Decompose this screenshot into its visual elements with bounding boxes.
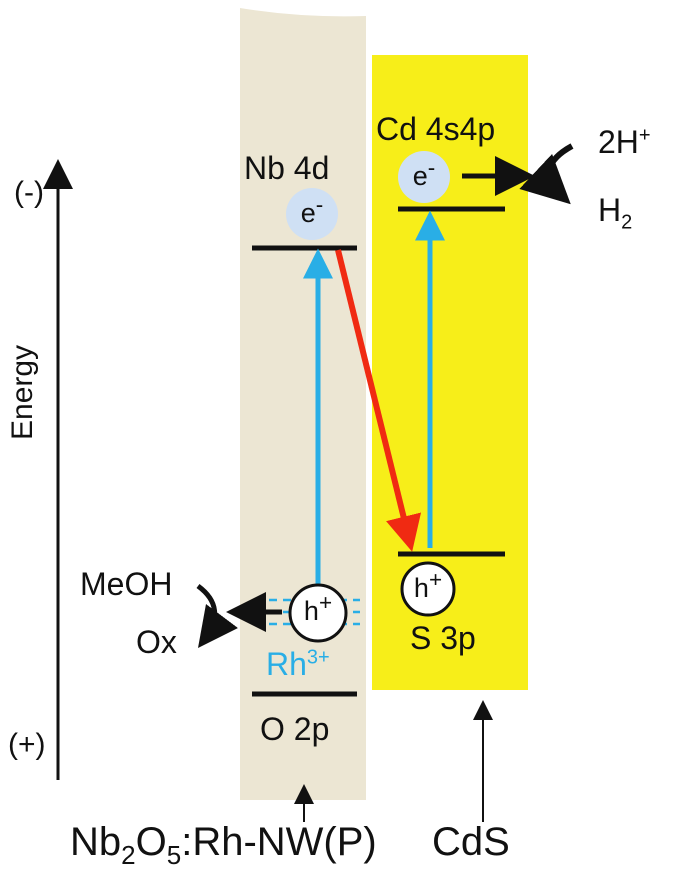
cds-electron-circle <box>398 151 450 203</box>
cds-hole-label: h+ <box>413 567 443 603</box>
nb-cb-label: Nb 4d <box>244 150 330 186</box>
cds-hole-circle <box>400 561 456 617</box>
nb-electron-label: e- <box>300 192 324 228</box>
cds-cb-label: Cd 4s4p <box>376 111 496 147</box>
cds-material-label: CdS <box>432 820 510 864</box>
axis-bottom-label: (+) <box>8 728 46 761</box>
oxidation-reactant: MeOH <box>80 566 173 602</box>
reduction-product: H2 <box>598 192 633 234</box>
nb-electron-circle <box>286 188 338 240</box>
electron-transfer-arrow <box>335 249 422 552</box>
oxidation-product: Ox <box>136 624 177 660</box>
rh-dopant-label: Rh3+ <box>266 646 330 682</box>
nb2o5-material-label: Nb2O5:Rh-NW(P) <box>70 820 377 870</box>
nb-hole-label: h+ <box>303 590 333 626</box>
cds-electron-label: e- <box>412 155 436 191</box>
cds-vb-label: S 3p <box>410 620 476 656</box>
axis-top-label: (-) <box>14 176 44 209</box>
h2-evolution-curve <box>519 143 574 205</box>
meoh-oxidation-curve <box>196 583 238 649</box>
axis-energy-label: Energy <box>6 344 39 440</box>
nb-hole-circle <box>288 583 348 643</box>
reduction-reactant: 2H+ <box>598 124 651 160</box>
nb-vb-label: O 2p <box>260 711 330 747</box>
